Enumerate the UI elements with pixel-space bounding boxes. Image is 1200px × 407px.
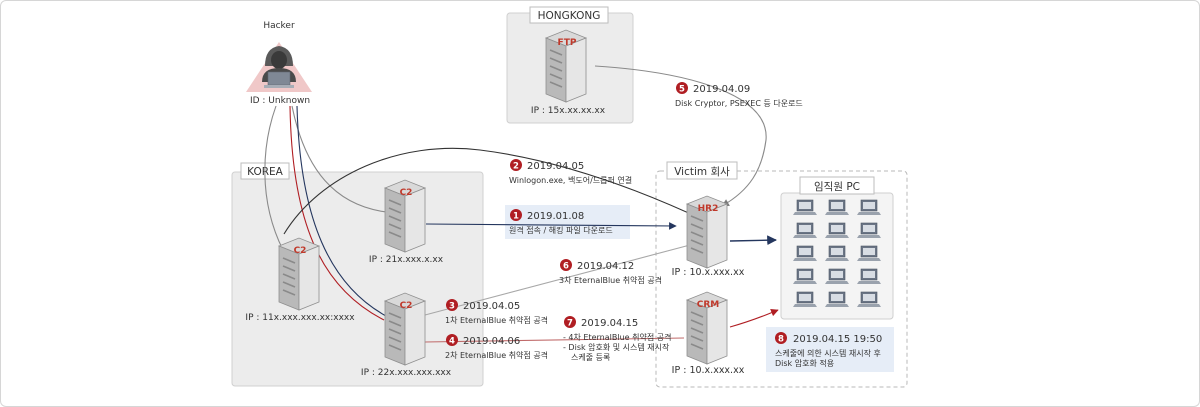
link-step-6 xyxy=(424,244,691,316)
svg-text:8: 8 xyxy=(778,335,784,345)
svg-text:7: 7 xyxy=(567,319,573,329)
link-hacker-c2b xyxy=(264,105,284,251)
svg-text:3: 3 xyxy=(449,302,455,312)
svg-text:2: 2 xyxy=(513,162,519,172)
svg-text:1차 EternalBlue 취약점 공격: 1차 EternalBlue 취약점 공격 xyxy=(445,315,548,325)
svg-text:2019.04.05: 2019.04.05 xyxy=(527,161,584,172)
step-4: 4 2019.04.06 2차 EternalBlue 취약점 공격 xyxy=(445,334,548,360)
svg-text:2019.04.12: 2019.04.12 xyxy=(577,261,634,272)
link-hacker-c2a xyxy=(291,105,387,213)
step-1: 1 2019.01.08 원격 접속 / 해킹 파일 다운로드 xyxy=(509,209,613,235)
c2a-server: C2 xyxy=(384,179,426,253)
svg-text:원격 접속 / 해킹 파일 다운로드: 원격 접속 / 해킹 파일 다운로드 xyxy=(509,225,613,235)
ftp-ip: IP : 15x.xx.xx.xx xyxy=(531,106,606,116)
c2c-server: C2 xyxy=(384,292,426,366)
svg-text:2019.01.08: 2019.01.08 xyxy=(527,211,584,222)
c2b-server: C2 xyxy=(278,237,320,311)
link-step-5 xyxy=(594,65,767,207)
link-hr2-employees xyxy=(729,235,777,246)
ftp-server: FTP xyxy=(545,29,587,103)
svg-text:스케줄에 의한 시스템 재시작 후: 스케줄에 의한 시스템 재시작 후 xyxy=(775,348,881,358)
step-5: 5 2019.04.09 Disk Cryptor, PSEXEC 등 다운로드 xyxy=(675,82,803,108)
svg-text:1: 1 xyxy=(513,212,519,222)
svg-text:FTP: FTP xyxy=(558,38,577,48)
crm-server: CRM xyxy=(686,291,728,365)
c2a-ip: IP : 21x.xxx.x.xx xyxy=(369,255,444,265)
step-8-highlight xyxy=(766,327,894,372)
svg-text:Disk 암호화 적용: Disk 암호화 적용 xyxy=(775,358,834,368)
svg-text:Winlogon.exe, 백도어/드롭퍼 연결: Winlogon.exe, 백도어/드롭퍼 연결 xyxy=(509,175,632,185)
crm-ip: IP : 10.x.xxx.xx xyxy=(672,365,745,376)
hongkong-label: HONGKONG xyxy=(538,10,601,22)
c2b-ip: IP : 11x.xxx.xxx.xx:xxxx xyxy=(245,313,355,323)
hacker-label: Hacker xyxy=(263,21,295,31)
svg-text:2차 EternalBlue 취약점 공격: 2차 EternalBlue 취약점 공격 xyxy=(445,350,548,360)
hacker-icon xyxy=(246,42,312,92)
svg-text:- 4차 EternalBlue 취약점 공격: - 4차 EternalBlue 취약점 공격 xyxy=(563,332,671,342)
svg-text:C2: C2 xyxy=(294,246,307,256)
svg-text:2019.04.09: 2019.04.09 xyxy=(693,84,750,95)
svg-text:6: 6 xyxy=(563,262,569,272)
step-3: 3 2019.04.05 1차 EternalBlue 취약점 공격 xyxy=(445,299,548,325)
svg-text:4: 4 xyxy=(449,337,455,347)
link-crm-employees xyxy=(729,308,779,328)
svg-text:2019.04.06: 2019.04.06 xyxy=(463,336,520,347)
link-step-7 xyxy=(424,337,685,343)
link-step-1 xyxy=(425,222,677,230)
svg-text:2019.04.15 19:50: 2019.04.15 19:50 xyxy=(793,334,882,345)
victim-label: Victim 회사 xyxy=(674,166,730,178)
employee-pc-label: 임직원 PC xyxy=(814,180,860,193)
c2c-ip: IP : 22x.xxx.xxx.xxx xyxy=(361,368,452,378)
step-7: 7 2019.04.15 - 4차 EternalBlue 취약점 공격 - D… xyxy=(563,316,671,362)
svg-text:2019.04.05: 2019.04.05 xyxy=(463,301,520,312)
victim-tab xyxy=(666,161,738,180)
hr2-server: HR2 xyxy=(686,195,728,269)
svg-text:CRM: CRM xyxy=(697,300,720,310)
svg-text:2019.04.15: 2019.04.15 xyxy=(581,318,638,329)
svg-text:스케줄 등록: 스케줄 등록 xyxy=(571,353,610,362)
hacker-id: ID : Unknown xyxy=(250,96,310,106)
hongkong-tab xyxy=(529,6,609,24)
hr2-ip: IP : 10.x.xxx.xx xyxy=(672,267,745,278)
svg-text:5: 5 xyxy=(679,85,685,95)
svg-text:- Disk 암호화 및 시스템 재시작: - Disk 암호화 및 시스템 재시작 xyxy=(563,342,670,352)
svg-text:Disk Cryptor, PSEXEC 등 다운로드: Disk Cryptor, PSEXEC 등 다운로드 xyxy=(675,99,803,108)
step-2: 2 2019.04.05 Winlogon.exe, 백도어/드롭퍼 연결 xyxy=(509,159,632,185)
step-6: 6 2019.04.12 3차 EternalBlue 취약점 공격 xyxy=(559,259,662,285)
svg-text:C2: C2 xyxy=(400,301,413,311)
step-1-highlight xyxy=(505,205,630,239)
victim-region xyxy=(655,170,908,388)
svg-text:3차 EternalBlue 취약점 공격: 3차 EternalBlue 취약점 공격 xyxy=(559,275,662,285)
employee-pc-tab xyxy=(799,176,875,195)
svg-text:HR2: HR2 xyxy=(698,204,719,214)
step-8: 8 2019.04.15 19:50 스케줄에 의한 시스템 재시작 후 Dis… xyxy=(775,332,882,368)
link-step-2 xyxy=(283,147,707,235)
svg-text:C2: C2 xyxy=(400,188,413,198)
link-hacker-c2c-navy xyxy=(296,105,387,317)
